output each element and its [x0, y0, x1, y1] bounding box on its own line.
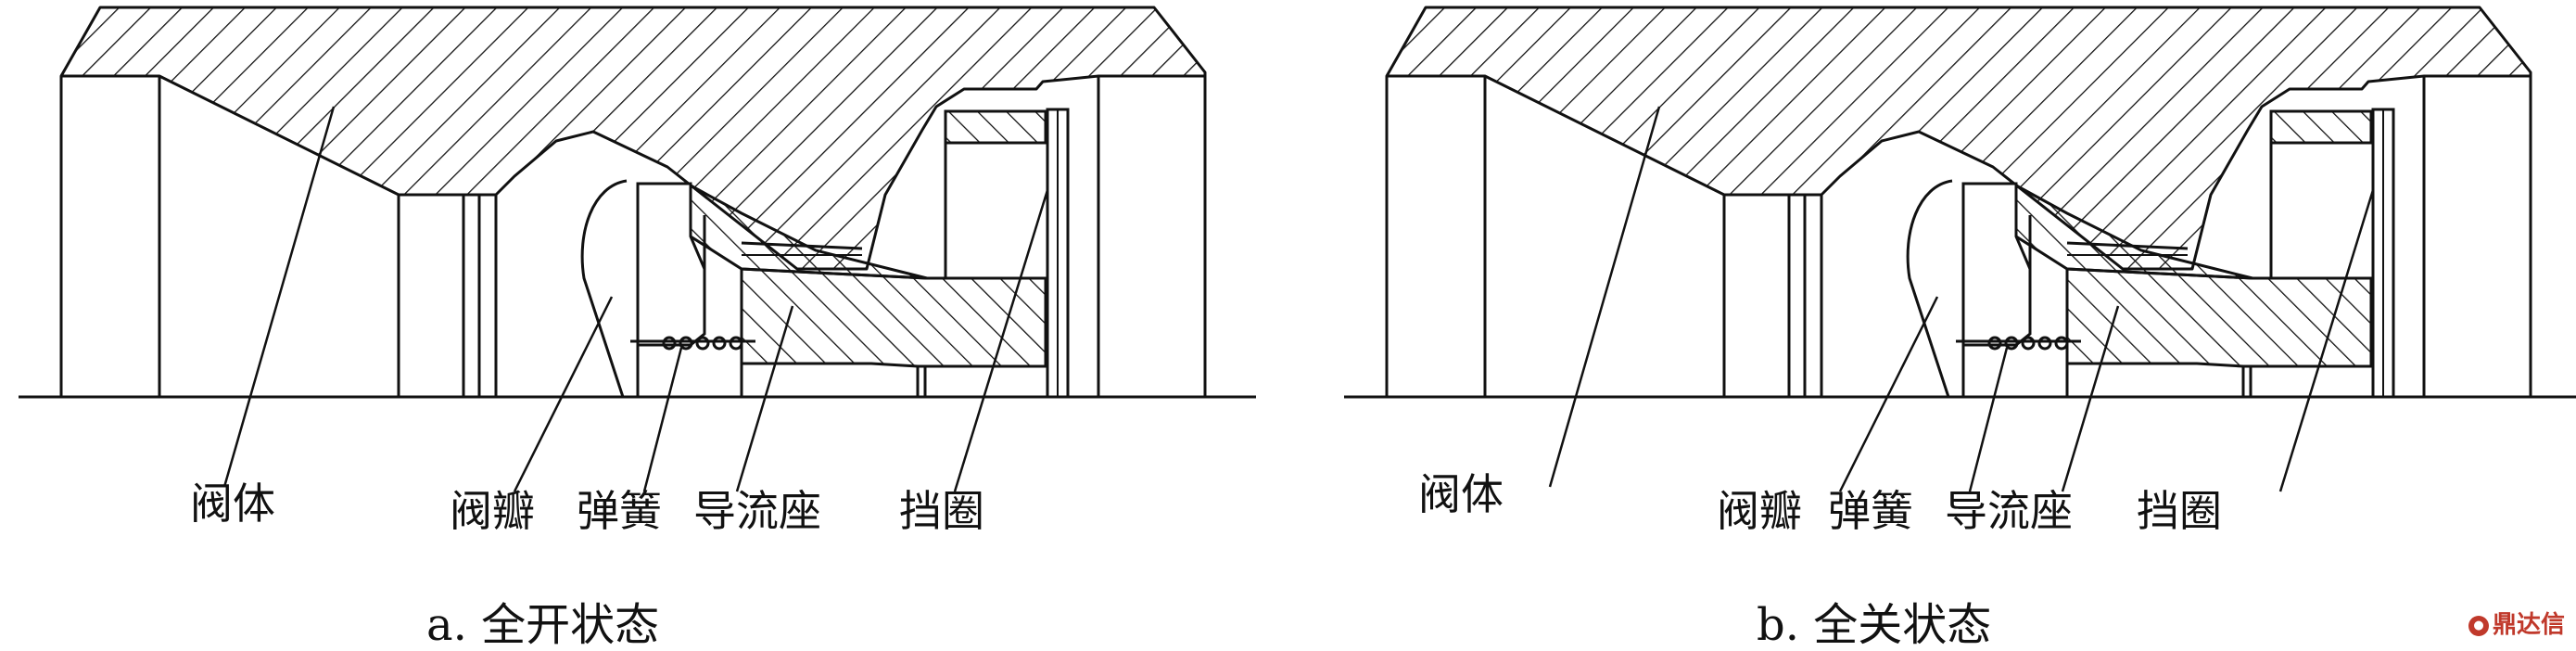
label-spring-a: 弹簧: [577, 486, 662, 536]
watermark-logo: ●鼎达信: [2468, 606, 2565, 640]
caption-b: b. 全关状态: [1757, 599, 1992, 651]
label-spring-b: 弹簧: [1828, 486, 1913, 536]
watermark-icon: ●: [2468, 615, 2489, 636]
panel-a-drawing: [17, 6, 1258, 493]
label-valve-disc-a: 阀瓣: [450, 486, 535, 536]
label-flow-guide-seat-b: 导流座: [1945, 486, 2073, 536]
label-retaining-ring-a: 挡圈: [899, 486, 984, 536]
label-flow-guide-seat-a: 导流座: [693, 486, 821, 536]
label-valve-body-a: 阀体: [190, 479, 275, 529]
label-valve-body-b: 阀体: [1418, 469, 1504, 519]
label-valve-disc-b: 阀瓣: [1717, 486, 1802, 536]
label-retaining-ring-b: 挡圈: [2137, 486, 2222, 536]
panel-b-drawing: [1342, 6, 2576, 493]
caption-a: a. 全开状态: [426, 599, 660, 651]
watermark-text: 鼎达信: [2492, 611, 2565, 639]
